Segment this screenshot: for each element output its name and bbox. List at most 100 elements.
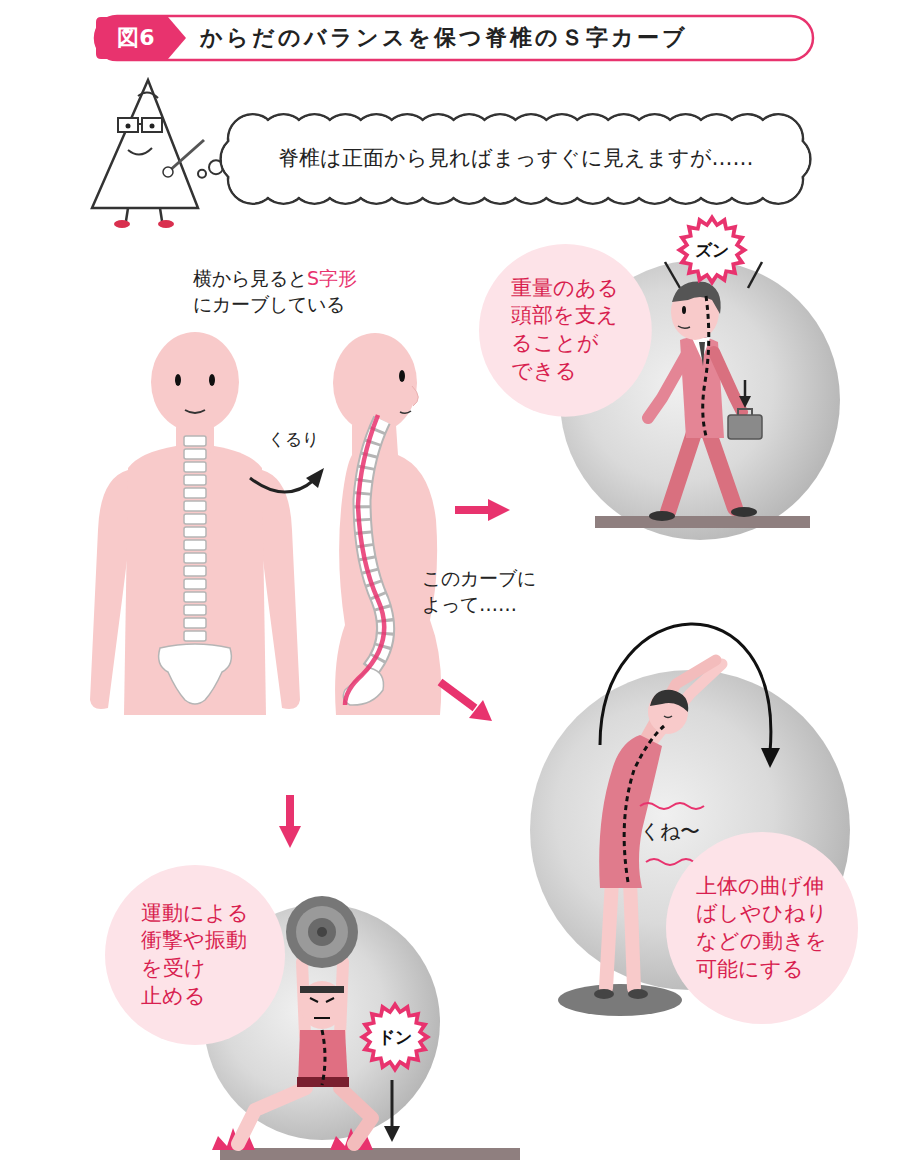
businessman-scene-part [649, 511, 675, 521]
circle-shape [479, 244, 652, 417]
teacher-character-part [92, 80, 198, 208]
burst-outline [359, 1001, 431, 1073]
caption-highlight: S字形 [307, 266, 357, 292]
weightlifter-scene-part [238, 1088, 306, 1144]
weightlifter-scene-part [310, 998, 318, 1002]
vertebrae-part [184, 592, 206, 602]
vertebrae-part [184, 527, 206, 537]
vertebrae-part [184, 436, 206, 446]
stretching-scene-part [628, 989, 648, 999]
impact-burst: ズン [676, 214, 748, 286]
speech-bubble: 脊椎は正面から見ればまっすぐに見えますが…… [228, 118, 803, 200]
vertebrae-part [184, 579, 206, 589]
businessman-scene-part [708, 430, 735, 508]
stretching-scene-part [558, 984, 682, 1016]
weightlifter-scene-part [391, 1080, 394, 1128]
vertebrae-part [184, 488, 206, 498]
stretching-scene-part [664, 716, 672, 718]
stretching-scene-part [640, 803, 704, 809]
stretching-scene-part [600, 624, 771, 752]
vertebrae-part [184, 540, 206, 550]
weightlifter-scene-part [296, 906, 348, 958]
pelvis [159, 644, 232, 704]
caption-text: にカーブしている [193, 292, 345, 318]
pink-arrows-part [440, 682, 475, 708]
function-text: 重量のある 頭部を支え ることが できる [511, 275, 619, 386]
caption-text: 横から見ると [193, 266, 307, 292]
function-text: 運動による 衝撃や振動 を受け 止める [141, 900, 249, 1011]
weightlifter-scene-part [384, 1126, 400, 1142]
vertebrae-part [184, 449, 206, 459]
side-body-part [400, 411, 411, 413]
circle-shape [666, 832, 858, 1024]
function-circle: 運動による 衝撃や振動 を受け 止める [105, 865, 285, 1045]
businessman-scene-part [731, 507, 757, 517]
teacher-character-part [126, 208, 128, 221]
pink-arrows-part [279, 826, 301, 848]
figure-number: 図6 [117, 23, 154, 53]
function-circle: 重量のある 頭部を支え ることが できる [479, 244, 652, 417]
side-body-part [399, 370, 405, 382]
vertebrae-part [184, 605, 206, 615]
teacher-character-part [138, 123, 142, 125]
burst-outline [366, 1008, 424, 1066]
vertebrae [184, 436, 206, 641]
businessman-scene-part [738, 409, 752, 415]
title-banner-part [96, 17, 186, 59]
teacher-character-part [138, 92, 158, 98]
weightlifter-scene-part [286, 896, 358, 968]
businessman-scene-part [665, 262, 680, 288]
stretching-scene-part [648, 690, 688, 734]
weightlifter-scene-part [317, 927, 327, 937]
front-body-part [124, 446, 266, 715]
stretching-scene-part [606, 880, 612, 988]
stretching-scene-part [594, 989, 614, 999]
front-body-part [209, 374, 215, 386]
sound-effect-text: ズン [695, 239, 729, 261]
weightlifter-scene-part [340, 1088, 372, 1144]
businessman-scene-part [672, 281, 721, 314]
front-body-part [175, 374, 181, 386]
circle-shape [105, 865, 285, 1045]
stretching-scene-part [646, 859, 694, 865]
cloud-outline [198, 170, 206, 178]
circle-outline [479, 244, 652, 417]
businessman-scene-part [699, 342, 705, 366]
teacher-character-part [163, 167, 173, 177]
circle-outline [105, 865, 285, 1045]
turn-arrow [250, 468, 324, 492]
burst-outline [683, 221, 741, 279]
circle-outline [666, 832, 858, 1024]
pink-arrows-part [469, 700, 492, 721]
front-body-part [185, 410, 205, 413]
businessman-scene-part [682, 306, 686, 314]
teacher-character-part [160, 208, 162, 221]
vertebrae-part [184, 501, 206, 511]
side-body [333, 333, 441, 715]
businessman-scene-part [744, 380, 747, 398]
side-body-part [412, 386, 418, 406]
businessman-scene-part [739, 396, 751, 408]
teacher-character [92, 80, 204, 228]
pink-arrows-part [286, 795, 294, 828]
cloud-outline [240, 130, 790, 187]
teacher-character-part [126, 124, 131, 129]
vertebrae-part [184, 553, 206, 563]
front-body-part [151, 332, 239, 432]
vertebrae-part [184, 462, 206, 472]
weightlifter-scene-part [298, 1030, 348, 1085]
burst-outline [676, 214, 748, 286]
businessman-scene-part [648, 352, 688, 418]
businessman-scene-part [748, 262, 762, 288]
teacher-character-part [128, 148, 152, 155]
vertebrae-part [184, 566, 206, 576]
vertebrae-part [184, 514, 206, 524]
weightlifter-scene-part [300, 986, 344, 993]
front-body [90, 332, 300, 715]
stretching-scene-part [630, 880, 634, 988]
speech-text: 脊椎は正面から見ればまっすぐに見えますが…… [278, 145, 754, 173]
businessman-scene-part [714, 352, 742, 412]
side-body-part [345, 415, 384, 705]
pink-arrows-part [488, 499, 510, 521]
stretching-scene-part [640, 660, 716, 748]
